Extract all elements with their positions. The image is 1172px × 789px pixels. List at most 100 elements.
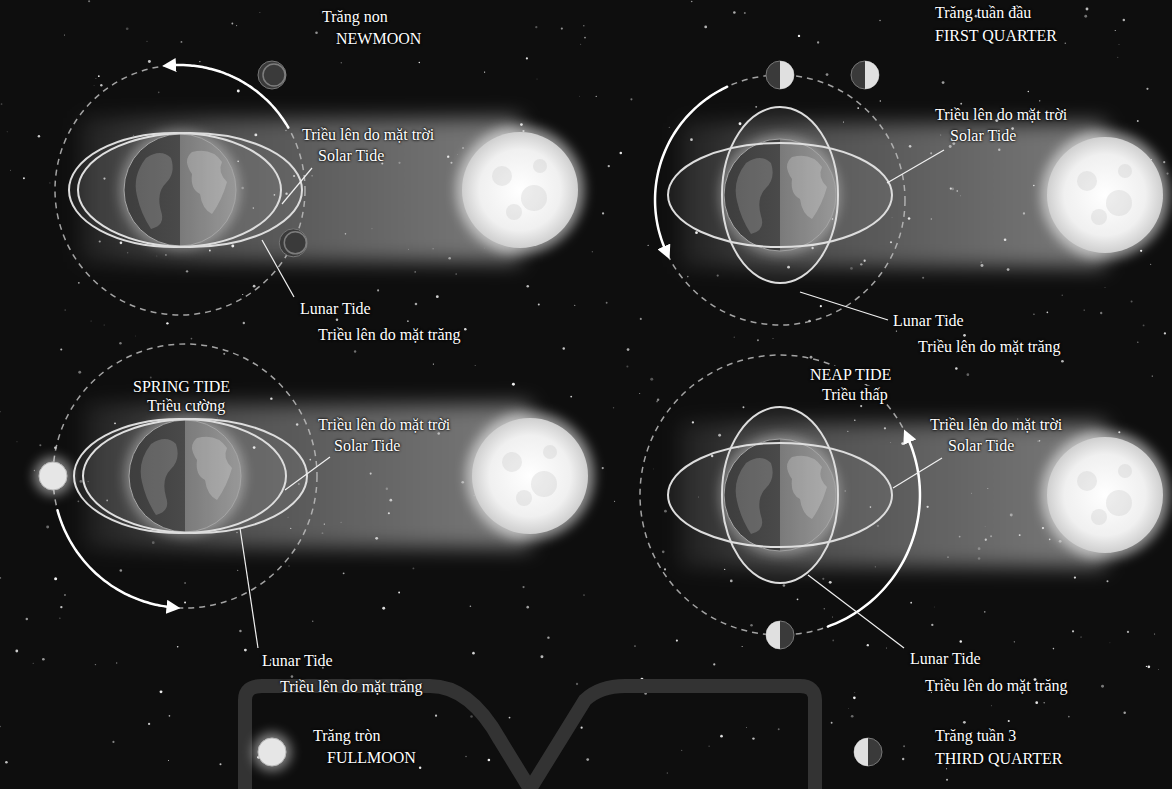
tide-label: Lunar Tide bbox=[893, 312, 964, 330]
moon-disc bbox=[766, 61, 794, 89]
moon bbox=[279, 229, 307, 257]
star bbox=[77, 500, 79, 502]
star bbox=[1104, 286, 1106, 288]
star bbox=[734, 337, 735, 338]
star bbox=[955, 367, 958, 370]
moon-glow bbox=[253, 733, 291, 771]
star bbox=[885, 647, 887, 649]
moon-glow bbox=[34, 457, 72, 495]
moon-phase-label: THIRD QUARTER bbox=[935, 750, 1062, 768]
star bbox=[239, 630, 241, 632]
star bbox=[990, 705, 992, 707]
tide-type-label: Triều cường bbox=[147, 397, 225, 415]
star bbox=[1137, 120, 1139, 122]
orbit-arrow bbox=[828, 436, 920, 627]
star bbox=[64, 35, 65, 36]
star bbox=[946, 779, 948, 781]
star bbox=[535, 26, 537, 28]
star bbox=[520, 123, 523, 126]
star bbox=[166, 322, 168, 324]
sun-spot bbox=[492, 166, 512, 186]
lunar-tide-bulge bbox=[722, 407, 838, 583]
star bbox=[1053, 648, 1055, 650]
moon bbox=[851, 61, 879, 89]
star bbox=[664, 510, 667, 513]
moon-disc bbox=[258, 61, 286, 89]
star bbox=[817, 41, 819, 43]
sun bbox=[462, 132, 578, 248]
star bbox=[867, 644, 869, 646]
star bbox=[570, 396, 572, 398]
star bbox=[581, 727, 583, 729]
star bbox=[160, 690, 163, 693]
sun-spot bbox=[502, 452, 522, 472]
moon-orbit bbox=[53, 344, 317, 608]
moon-orbit bbox=[655, 75, 905, 325]
star bbox=[640, 318, 642, 320]
star bbox=[15, 650, 18, 653]
star bbox=[42, 658, 45, 661]
tide-label: Triều lên do mặt trời bbox=[302, 126, 434, 144]
moon-phase-label: Trăng tuần 3 bbox=[935, 727, 1016, 745]
tide-label: Triều lên do mặt trăng bbox=[280, 678, 423, 696]
star bbox=[666, 772, 668, 774]
star bbox=[1061, 294, 1063, 296]
star bbox=[184, 601, 186, 603]
star bbox=[1035, 701, 1038, 704]
leader-line bbox=[262, 240, 294, 297]
star bbox=[341, 62, 342, 63]
star bbox=[634, 645, 636, 647]
star bbox=[639, 393, 640, 394]
star bbox=[755, 106, 757, 108]
tide-label: Triều lên do mặt trời bbox=[318, 416, 450, 434]
star bbox=[626, 365, 628, 367]
star bbox=[720, 735, 723, 738]
star bbox=[613, 407, 614, 408]
sun-spot bbox=[1077, 471, 1097, 491]
star bbox=[103, 324, 105, 326]
star bbox=[419, 62, 421, 64]
star bbox=[186, 270, 188, 272]
star bbox=[526, 57, 528, 59]
star bbox=[148, 60, 151, 63]
star bbox=[1014, 641, 1015, 642]
star bbox=[231, 23, 233, 25]
moon-orbit bbox=[640, 355, 920, 635]
star bbox=[704, 26, 707, 29]
star bbox=[602, 467, 604, 469]
star bbox=[879, 20, 880, 21]
watermark bbox=[245, 686, 815, 789]
star bbox=[733, 11, 736, 14]
star bbox=[181, 41, 183, 43]
star bbox=[1084, 15, 1087, 18]
star bbox=[797, 598, 799, 600]
star bbox=[464, 328, 467, 331]
star bbox=[126, 27, 129, 30]
star bbox=[1163, 161, 1165, 163]
star bbox=[1158, 669, 1160, 671]
star bbox=[563, 347, 565, 349]
star bbox=[1137, 341, 1139, 343]
leader-line bbox=[893, 458, 942, 488]
star bbox=[1086, 8, 1089, 11]
star bbox=[1039, 100, 1040, 101]
star bbox=[717, 274, 719, 276]
tide-type-label: Triều thấp bbox=[819, 386, 891, 404]
star bbox=[880, 100, 882, 102]
star bbox=[455, 273, 457, 275]
star bbox=[547, 636, 549, 638]
star bbox=[860, 405, 862, 407]
star bbox=[583, 595, 584, 596]
star bbox=[576, 683, 578, 685]
star bbox=[1146, 88, 1148, 90]
moon-disc bbox=[39, 462, 67, 490]
star bbox=[850, 267, 853, 270]
star bbox=[746, 727, 748, 729]
leader-line bbox=[282, 168, 312, 204]
star bbox=[0, 726, 1, 727]
star bbox=[724, 569, 725, 570]
star bbox=[783, 584, 786, 587]
star bbox=[253, 285, 256, 288]
sun-spot bbox=[1091, 509, 1107, 525]
